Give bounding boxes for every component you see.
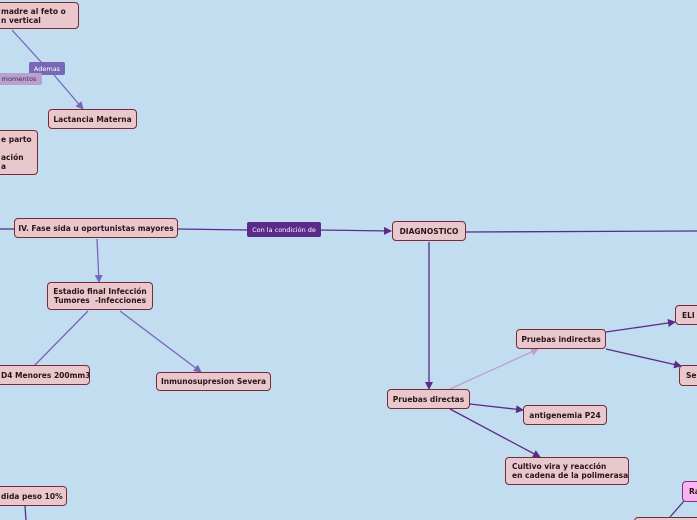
edge-madre-ademas <box>11 29 43 64</box>
node-se[interactable]: Se <box>679 365 697 386</box>
node-pruebas-indirectas[interactable]: Pruebas indirectas <box>516 329 606 349</box>
node-cd4[interactable]: D4 Menores 200mm3 <box>0 365 90 385</box>
edge-ademas-lactancia <box>53 74 84 110</box>
node-eli[interactable]: ELI <box>675 305 697 325</box>
node-diagnostico[interactable]: DIAGNOSTICO <box>392 221 466 241</box>
label-ademas[interactable]: Ademas <box>29 62 65 75</box>
edge-estadio-inmuno <box>119 310 202 373</box>
node-inmunosupresion[interactable]: Inmunosupresion Severa <box>156 372 271 391</box>
edge-faseiv-estadio <box>94 238 103 283</box>
edge-ra-down <box>669 500 685 518</box>
edge-label-diagnostico <box>319 226 392 235</box>
node-ra[interactable]: Ra <box>682 481 697 502</box>
label-momentos[interactable]: momentos <box>0 73 42 85</box>
node-pruebas-directas[interactable]: Pruebas directas <box>387 389 470 409</box>
node-cultivo[interactable]: Cultivo vira y reacción en cadena de la … <box>505 457 629 485</box>
node-antigenemia[interactable]: antigenemia P24 <box>523 405 607 425</box>
node-madre-feto[interactable]: madre al feto o n vertical <box>0 2 79 29</box>
edge-faseiv-label <box>177 228 249 231</box>
node-estadio-final[interactable]: Estadio final Infección Tumores -Infecci… <box>47 282 153 310</box>
edge-diagnostico-right <box>465 230 697 233</box>
node-bottom-right-partial[interactable] <box>634 517 697 520</box>
edge-indirectas-eli <box>605 319 676 333</box>
edge-indirectas-se <box>605 348 682 369</box>
edge-directas-indirectas <box>449 348 539 390</box>
node-fase-iv[interactable]: IV. Fase sida u oportunistas mayores <box>14 218 178 238</box>
node-perdida-peso[interactable]: dida peso 10% <box>0 486 67 506</box>
label-con-condicion[interactable]: Con la condición de <box>247 222 321 237</box>
edge-estadio-cd4 <box>33 310 89 367</box>
node-parto[interactable]: e parto ación a <box>0 130 38 175</box>
edge-directas-antigenemia <box>469 403 524 414</box>
edge-directas-cultivo <box>449 408 541 458</box>
node-lactancia-materna[interactable]: Lactancia Materna <box>48 109 137 129</box>
edge-perdida-down <box>24 505 27 520</box>
